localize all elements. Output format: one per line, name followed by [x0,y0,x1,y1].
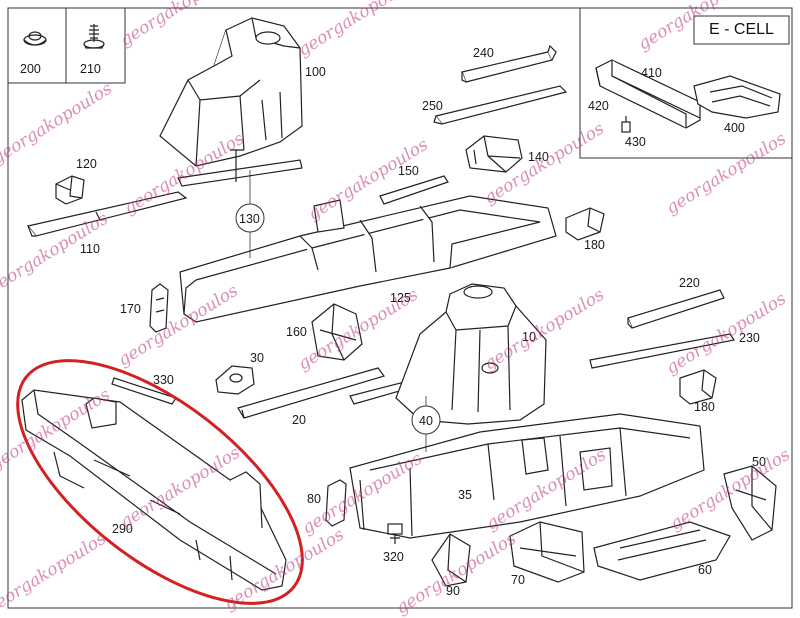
e-cell-inset [579,7,793,159]
part-label-150: 150 [398,164,419,178]
rail-part-110 [26,191,188,237]
bracket-part-30 [215,365,255,395]
part-label-430: 430 [625,135,646,149]
part-label-320: 320 [383,550,404,564]
part-label-410: 410 [641,66,662,80]
part-label-290: 290 [112,522,133,536]
part-label-10: 10 [522,330,536,344]
bracket-part-80 [325,479,347,527]
part-label-80: 80 [307,492,321,506]
part-label-240: 240 [473,46,494,60]
part-label-250: 250 [422,99,443,113]
part-label-130: 130 [239,212,260,226]
bracket-part-170 [149,283,169,333]
outer-frame [7,7,793,609]
part-label-40: 40 [419,414,433,428]
floor-frame-part-35 [349,413,705,539]
rail-part-60 [593,521,731,581]
bumper-reinforcement-part-290 [21,389,287,591]
floor-frame-part-130 [179,195,557,323]
bracket-part-180-lower [679,369,717,405]
part-label-200: 200 [20,62,41,76]
part-label-60: 60 [698,563,712,577]
part-label-120: 120 [76,157,97,171]
part-label-35: 35 [458,488,472,502]
part-label-170: 170 [120,302,141,316]
bracket-part-50 [723,465,777,541]
part-label-50: 50 [752,455,766,469]
rail-part-220 [627,289,725,329]
part-label-210: 210 [80,62,101,76]
bracket-part-160 [311,303,363,361]
strut-tower-part-10 [395,283,547,425]
rail-part-250 [433,85,568,125]
e-cell-badge: E - CELL [709,21,774,38]
rail-part-240 [461,44,557,83]
part-label-20: 20 [292,413,306,427]
leader-lines [249,170,427,452]
part-label-220: 220 [679,276,700,290]
part-label-30: 30 [250,351,264,365]
grommet-part-200 [23,31,47,46]
part-label-70: 70 [511,573,525,587]
part-label-140: 140 [528,150,549,164]
bracket-part-180-upper [565,207,605,241]
part-label-400: 400 [724,121,745,135]
strut-tower-part-100 [159,17,303,187]
bracket-part-400 [693,75,781,119]
part-label-110: 110 [80,242,100,256]
rail-part-150 [379,175,449,205]
part-label-100: 100 [305,65,326,79]
bolt-part-430 [621,116,631,133]
rail-part-330 [111,377,177,405]
part-label-125: 125 [390,291,411,305]
highlight-ellipse [16,359,304,605]
bracket-part-140 [465,135,523,173]
part-label-330: 330 [153,373,174,387]
part-label-160: 160 [286,325,307,339]
bracket-part-90 [431,533,471,587]
part-label-180-lower: 180 [694,400,715,414]
part-label-420: 420 [588,99,609,113]
part-label-180-upper: 180 [584,238,605,252]
part-label-90: 90 [446,584,460,598]
clip-part-210 [83,24,105,49]
bracket-part-120 [55,175,85,205]
bracket-part-410 [595,59,701,129]
rail-part-20 [237,367,385,419]
small-parts-box [7,7,126,84]
bracket-part-70 [509,521,585,583]
part-label-230: 230 [739,331,760,345]
bolt-part-320 [387,523,403,544]
rail-part-230 [589,333,735,369]
